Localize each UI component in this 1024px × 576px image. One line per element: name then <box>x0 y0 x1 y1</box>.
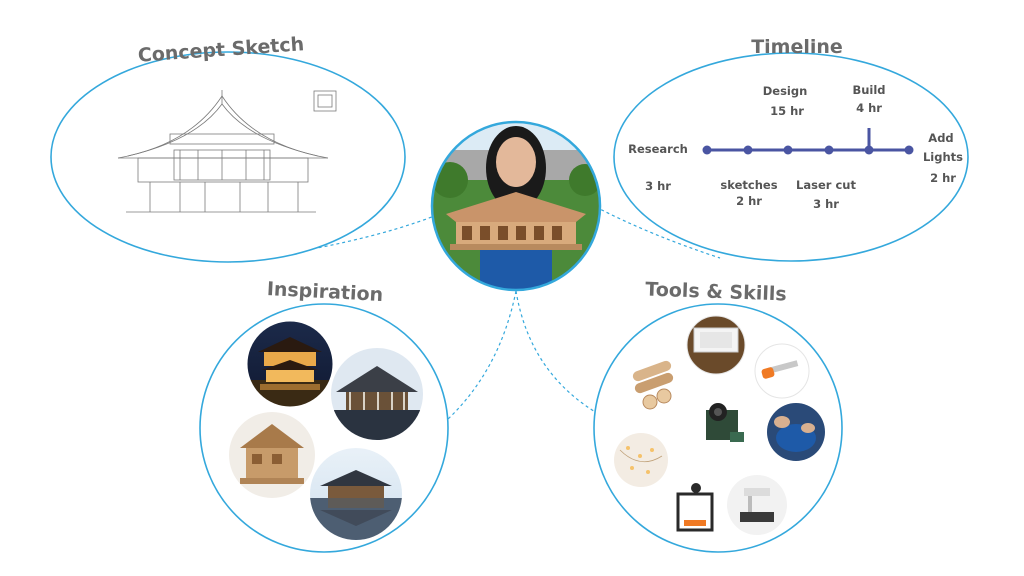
tools-bubble: Tools & Skills <box>593 279 843 553</box>
saw-photo <box>755 344 809 398</box>
string-lights-photo <box>614 433 668 487</box>
milestone-lights-dot <box>904 145 914 155</box>
night-pavilion-photo <box>247 321 333 407</box>
milestone-research-dot <box>702 145 712 155</box>
concept-sketch-ellipse <box>50 51 406 263</box>
milestone-lasercut-name: Laser cut <box>796 178 856 192</box>
milestone-build-hours: 4 hr <box>856 101 882 115</box>
connector-inspiration <box>446 290 517 421</box>
connector-tools <box>515 290 603 417</box>
milestone-build-name: Build <box>852 83 885 97</box>
lake-pavilion-photo <box>331 348 423 440</box>
milestone-lights-name: Add Lights <box>923 131 963 164</box>
milestone-build-dot <box>864 145 874 155</box>
inspiration-title: Inspiration <box>266 278 383 306</box>
camera-module-photo <box>692 396 752 456</box>
wooden-house-model-photo <box>229 412 315 498</box>
center-photo <box>430 120 602 292</box>
milestone-sketches-dot <box>743 145 753 155</box>
milestone-research-hours: 3 hr <box>645 179 671 193</box>
wood-dowels-photo <box>624 355 684 415</box>
microscope-photo <box>727 475 787 535</box>
milestone-sketches-hours: 2 hr <box>736 194 762 208</box>
milestone-lights-hours: 2 hr <box>930 171 956 185</box>
pavilion-sketch-drawing <box>117 90 337 213</box>
milestone-sketches-name: sketches <box>720 178 777 192</box>
connector-timeline <box>595 206 721 259</box>
reflection-pavilion-photo <box>310 448 402 540</box>
milestone-lasercut-dot <box>824 145 834 155</box>
tools-title: Tools & Skills <box>645 279 787 306</box>
timeline-bubble: Timeline Research 3 hr sketches 2 hr Des… <box>613 36 969 262</box>
timeline-ellipse <box>613 52 969 262</box>
concept-sketch-bubble: Concept Sketch <box>50 33 406 263</box>
milestone-design-dot <box>783 145 793 155</box>
timeline-title: Timeline <box>751 36 843 58</box>
milestone-lasercut-hours: 3 hr <box>813 197 839 211</box>
timeline-chart: Research 3 hr sketches 2 hr Design 15 hr… <box>628 83 963 211</box>
milestone-lights-name-line2: Lights <box>923 150 963 164</box>
milestone-design-name: Design <box>763 84 808 98</box>
inspiration-bubble: Inspiration <box>199 278 449 553</box>
workshop-photo <box>767 403 825 461</box>
milestone-research-name: Research <box>628 142 688 156</box>
milestone-lights-name-line1: Add <box>928 131 953 145</box>
3d-printer-photo <box>666 482 726 542</box>
laser-cutter-photo <box>687 316 745 374</box>
milestone-design-hours: 15 hr <box>770 104 804 118</box>
